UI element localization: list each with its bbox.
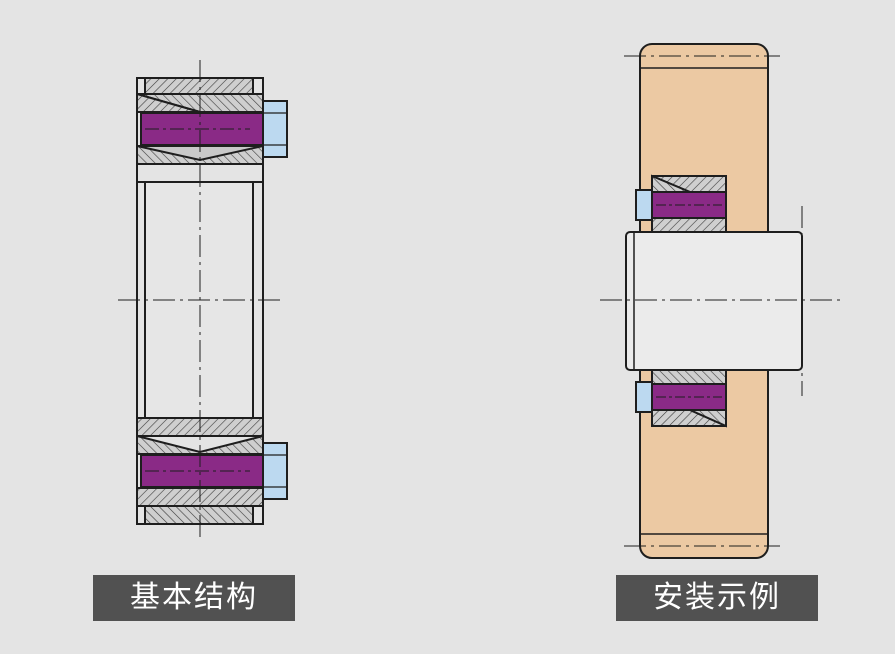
hub-top-locking-assembly <box>635 174 727 233</box>
bottom-bolt-head <box>262 442 288 500</box>
caption-installation-example: 安装示例 <box>616 575 818 621</box>
hub-bottom-bolt-head <box>635 381 653 413</box>
hub-bottom-locking-assembly <box>635 369 727 428</box>
top-bolt-head <box>262 100 288 158</box>
bottom-locking-assembly <box>136 417 288 525</box>
top-locking-assembly <box>136 77 288 166</box>
installation-example-drawing <box>600 43 840 559</box>
shaft <box>625 231 803 371</box>
hub-top-bolt-head <box>635 189 653 221</box>
caption-basic-structure: 基本结构 <box>93 575 295 621</box>
basic-structure-drawing <box>118 60 288 540</box>
